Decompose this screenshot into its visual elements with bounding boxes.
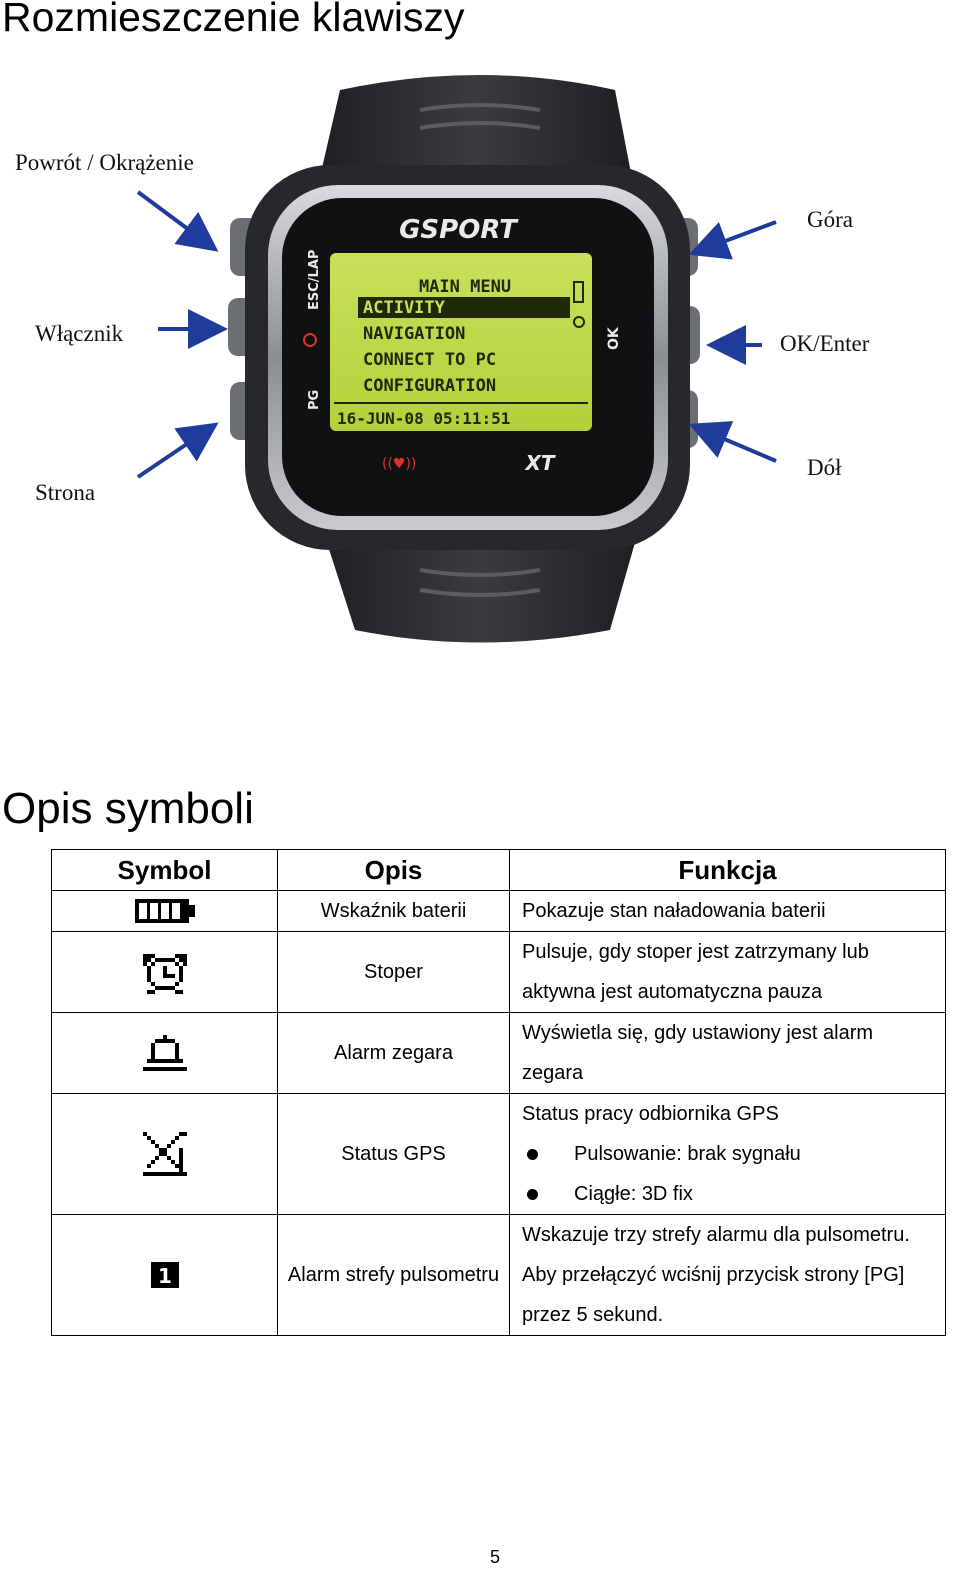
bullet-text: Pulsowanie: brak sygnału bbox=[574, 1143, 801, 1165]
table-row: 1 Alarm strefy pulsometru Wskazuje trzy … bbox=[51, 1214, 946, 1336]
symbols-table: Symbol Opis Funkcja Wskaźnik baterii Pok… bbox=[51, 849, 946, 1336]
lcd-status-line: 16-JUN-08 05:11:51 bbox=[337, 409, 510, 428]
arrow-down bbox=[688, 421, 777, 463]
row-opis: Alarm zegara bbox=[277, 1012, 510, 1094]
table-header-row: Symbol Opis Funkcja bbox=[51, 849, 946, 891]
lcd-menu-item-connect: CONNECT TO PC bbox=[363, 350, 496, 370]
row-opis: Status GPS bbox=[277, 1093, 510, 1215]
lcd-menu-item-configuration: CONFIGURATION bbox=[363, 376, 496, 396]
gps-satellite-icon bbox=[142, 1132, 187, 1176]
row-funkcja: Pulsuje, gdy stoper jest zatrzymany lub … bbox=[509, 931, 946, 1013]
arrow-page bbox=[136, 422, 219, 479]
header-symbol: Symbol bbox=[51, 849, 278, 891]
row-opis: Stoper bbox=[277, 931, 510, 1013]
table-row: Stoper Pulsuje, gdy stoper jest zatrzyma… bbox=[51, 931, 946, 1013]
esc-lap-label: ESC/LAP bbox=[307, 250, 322, 310]
ok-label: OK bbox=[606, 326, 622, 350]
lcd-stopwatch-icon bbox=[573, 316, 585, 328]
label-back-lap: Powrót / Okrążenie bbox=[15, 150, 194, 175]
page-number: 5 bbox=[490, 1547, 501, 1567]
label-ok-enter: OK/Enter bbox=[780, 331, 870, 356]
heart-icon: ((♥)) bbox=[382, 456, 416, 472]
watch-model: XT bbox=[523, 451, 555, 475]
power-icon bbox=[303, 333, 317, 347]
header-funkcja: Funkcja bbox=[509, 849, 946, 891]
label-down: Dół bbox=[807, 455, 842, 480]
battery-icon bbox=[134, 899, 195, 923]
watch-figure: GSPORT XT ESC/LAP PG OK ((♥)) MAIN MENU … bbox=[0, 70, 960, 650]
lcd-selection-bar bbox=[358, 297, 570, 318]
bullet-text: Ciągłe: 3D fix bbox=[574, 1183, 693, 1205]
bullet-icon bbox=[527, 1148, 538, 1160]
table-row: Alarm zegara Wyświetla się, gdy ustawion… bbox=[51, 1012, 946, 1094]
row-funkcja: Wyświetla się, gdy ustawiony jest alarm … bbox=[509, 1012, 946, 1094]
lcd-battery-icon bbox=[573, 281, 584, 303]
alarm-bell-icon bbox=[142, 1035, 187, 1071]
label-power: Włącznik bbox=[35, 321, 124, 346]
arrow-up bbox=[688, 220, 777, 260]
list-item: Pulsowanie: brak sygnału bbox=[522, 1134, 933, 1174]
table-row: Status GPS Status pracy odbiornika GPS P… bbox=[51, 1093, 946, 1215]
header-opis: Opis bbox=[277, 849, 510, 891]
label-page: Strona bbox=[35, 480, 96, 505]
row-funkcja: Status pracy odbiornika GPS bbox=[522, 1103, 779, 1125]
watch-brand: GSPORT bbox=[399, 215, 519, 245]
pg-label: PG bbox=[307, 390, 322, 410]
row-funkcja: Wskazuje trzy strefy alarmu dla pulsomet… bbox=[509, 1214, 946, 1336]
arrow-back-lap bbox=[136, 190, 219, 252]
row-funkcja: Pokazuje stan naładowania baterii bbox=[509, 890, 946, 932]
lcd-menu-item-navigation: NAVIGATION bbox=[363, 324, 465, 344]
section-title: Opis symboli bbox=[2, 784, 254, 833]
watch-illustration: GSPORT XT ESC/LAP PG OK ((♥)) MAIN MENU … bbox=[136, 75, 777, 643]
stopwatch-icon bbox=[142, 954, 187, 994]
label-up: Góra bbox=[807, 207, 853, 232]
list-item: Ciągłe: 3D fix bbox=[522, 1174, 933, 1214]
page-title: Rozmieszczenie klawiszy bbox=[2, 0, 465, 40]
lcd-title: MAIN MENU bbox=[419, 277, 511, 297]
row-opis: Wskaźnik baterii bbox=[277, 890, 510, 932]
table-row: Wskaźnik baterii Pokazuje stan naładowan… bbox=[51, 890, 946, 932]
bullet-icon bbox=[527, 1188, 538, 1200]
row-opis: Alarm strefy pulsometru bbox=[277, 1214, 510, 1336]
hr-zone-icon: 1 bbox=[150, 1262, 179, 1288]
lcd-menu-item-activity: ACTIVITY bbox=[363, 298, 446, 318]
svg-text:1: 1 bbox=[158, 1264, 172, 1288]
